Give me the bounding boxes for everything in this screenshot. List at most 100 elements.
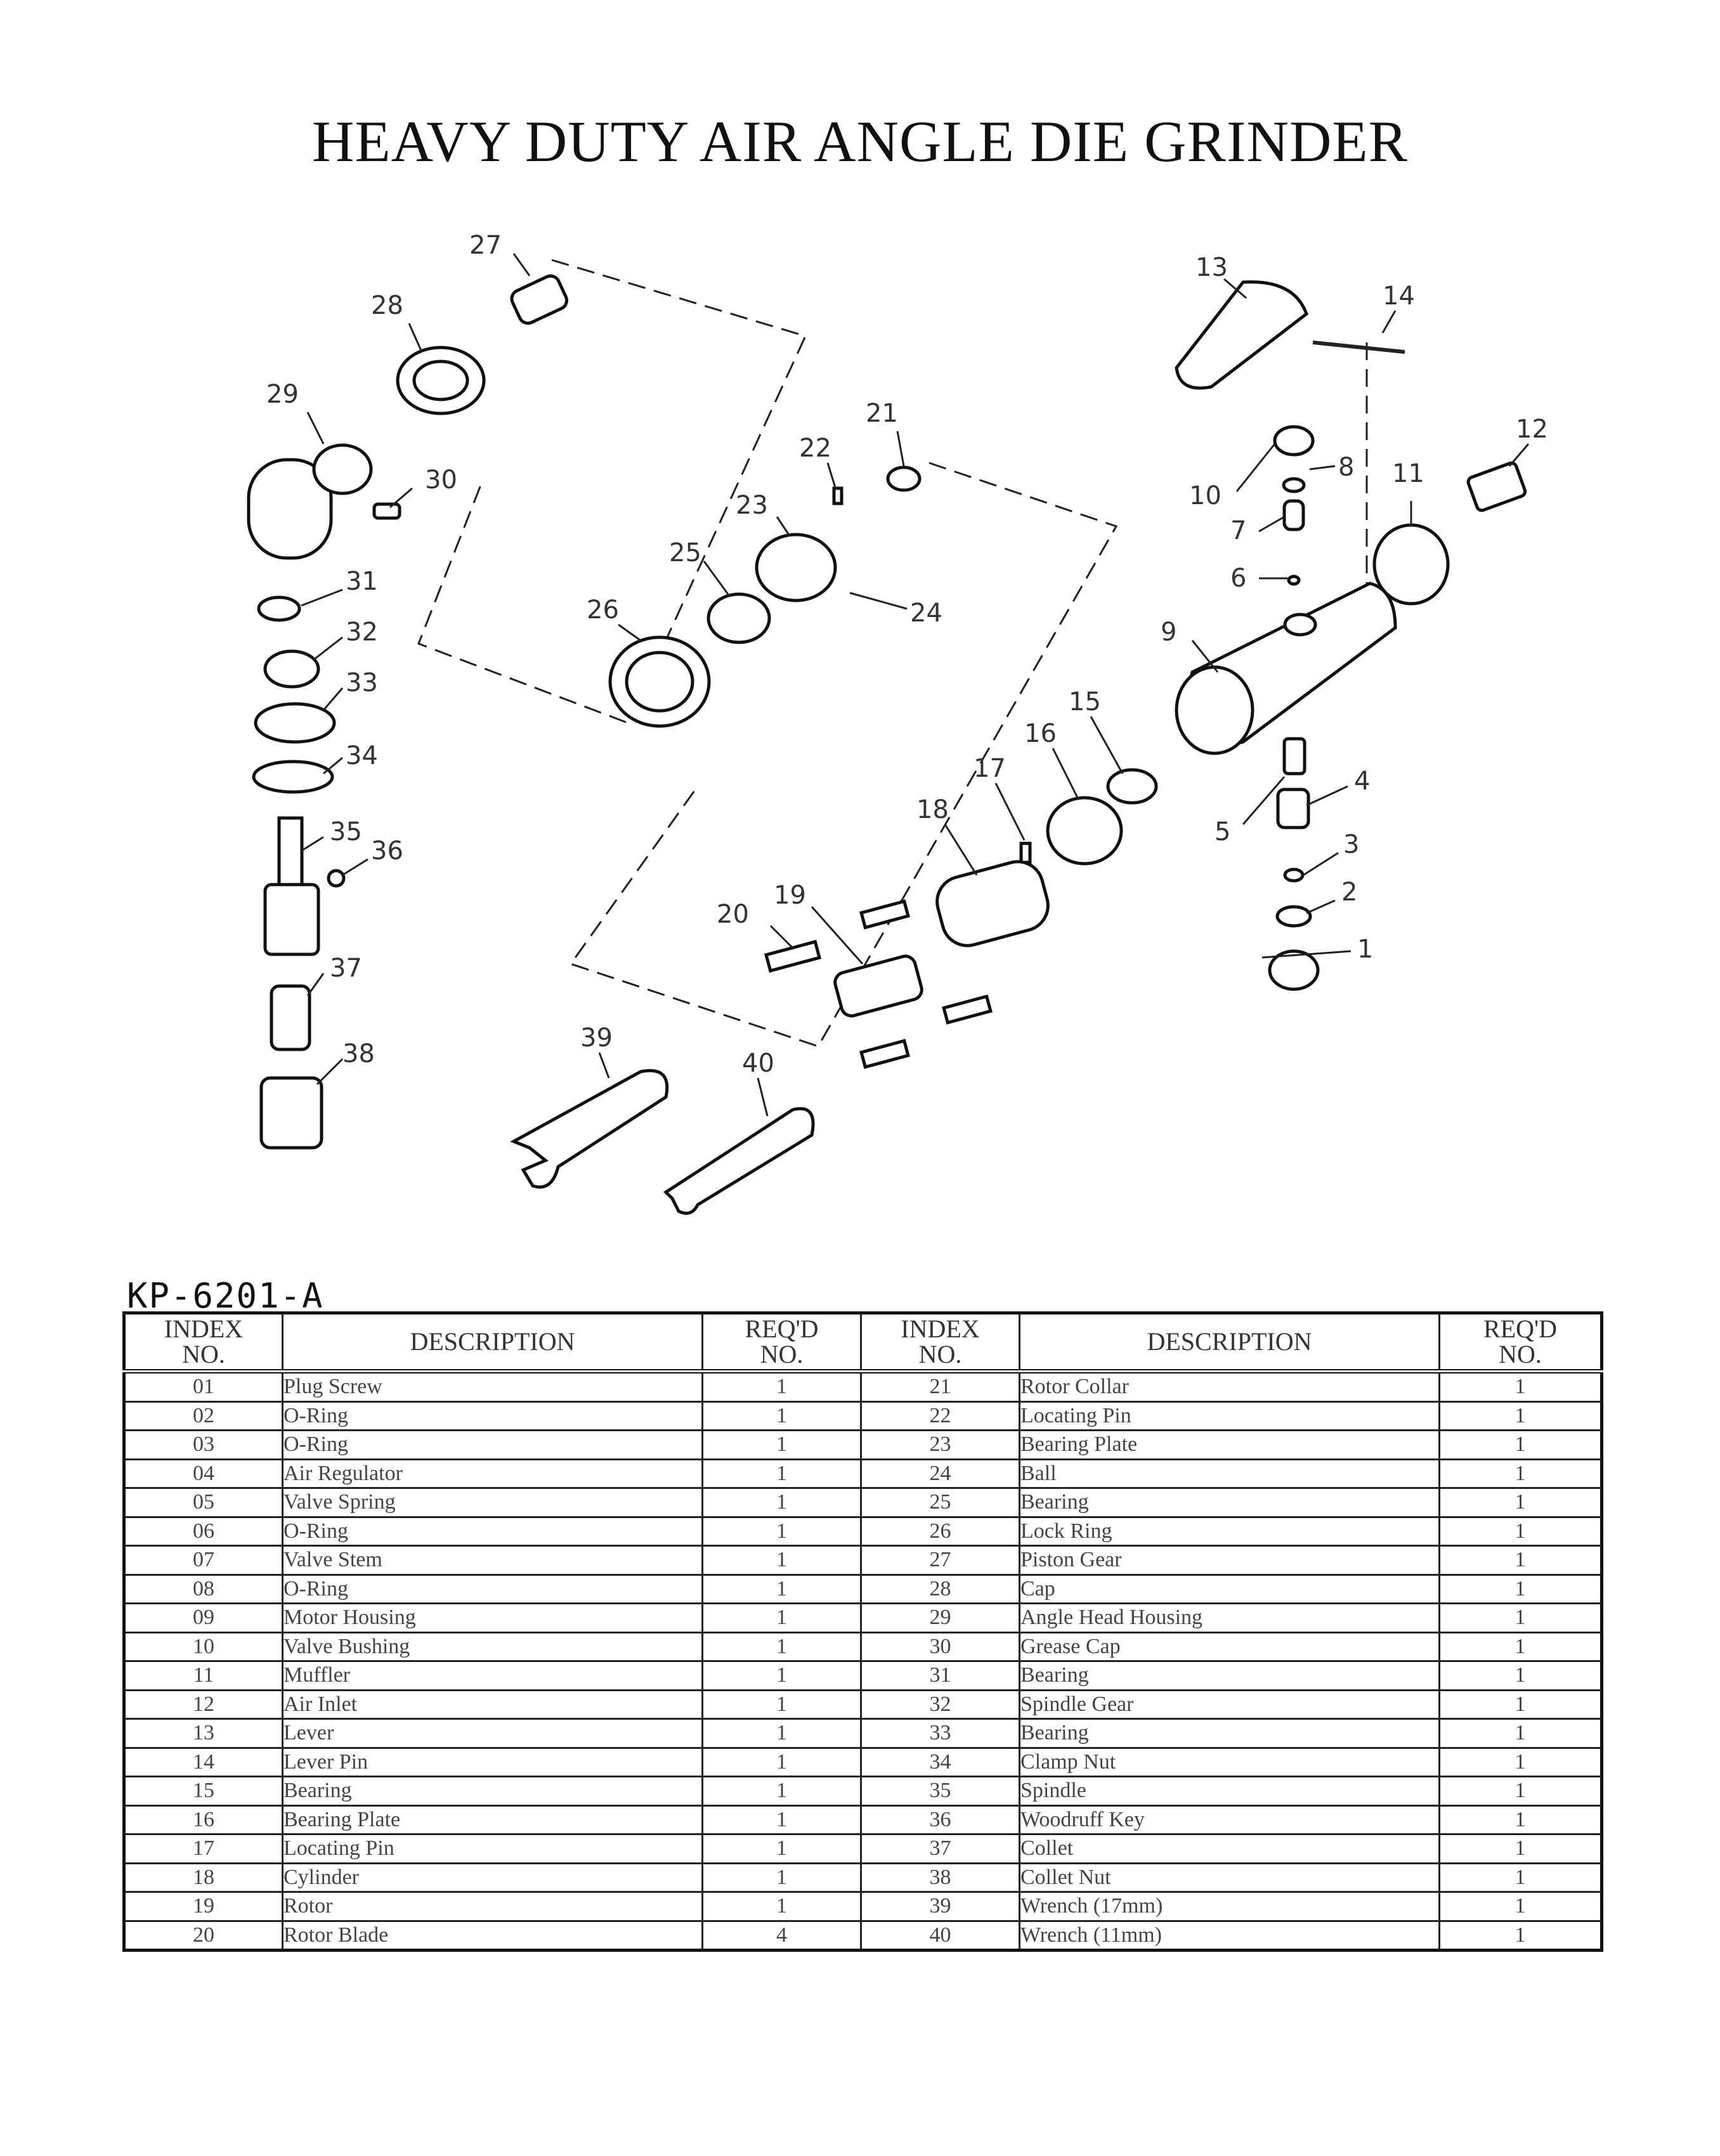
collet-shape — [270, 984, 311, 1051]
part-index-cell: 08 — [123, 1573, 283, 1604]
callout-38: 38 — [342, 1039, 375, 1068]
part-index-cell: 02 — [123, 1400, 283, 1431]
part-qty-cell: 1 — [701, 1746, 862, 1777]
part-index-cell: 28 — [860, 1573, 1020, 1604]
callout-20: 20 — [717, 900, 749, 929]
part-description-cell: Collet Nut — [1019, 1862, 1440, 1893]
part-index-cell: 24 — [860, 1458, 1020, 1489]
bearing-15-shape — [1106, 768, 1158, 805]
wrench-17mm-shape — [510, 1068, 669, 1189]
part-index-cell: 18 — [123, 1862, 283, 1893]
callout-3: 3 — [1343, 830, 1359, 859]
part-index-cell: 21 — [860, 1370, 1020, 1403]
rotor-collar-shape — [886, 465, 922, 492]
part-qty-cell: 1 — [1438, 1804, 1603, 1835]
part-description-cell: Rotor Blade — [282, 1919, 703, 1951]
part-index-cell: 15 — [123, 1776, 283, 1807]
part-qty-cell: 1 — [1438, 1631, 1603, 1662]
part-description-cell: Cap — [1019, 1573, 1440, 1604]
part-description-cell: Locating Pin — [1019, 1400, 1440, 1431]
part-qty-cell: 1 — [1438, 1862, 1603, 1893]
part-qty-cell: 1 — [701, 1370, 862, 1403]
air-inlet-shape — [1466, 461, 1527, 512]
part-description-cell: Bearing — [1019, 1660, 1440, 1691]
clamp-nut-shape — [252, 760, 334, 794]
cylinder-shape — [935, 860, 1050, 947]
part-description-cell: Plug Screw — [282, 1370, 703, 1403]
part-description-cell: Cylinder — [282, 1862, 703, 1893]
part-qty-cell: 1 — [701, 1718, 862, 1749]
part-index-cell: 34 — [860, 1746, 1020, 1777]
part-index-cell: 14 — [123, 1746, 283, 1777]
callout-12: 12 — [1516, 415, 1548, 444]
lever-pin-shape — [1312, 341, 1405, 354]
part-description-cell: Piston Gear — [1019, 1545, 1440, 1576]
bearing-31-shape — [257, 595, 301, 622]
piston-gear-shape — [510, 274, 568, 325]
part-index-cell: 13 — [123, 1718, 283, 1749]
part-description-cell: Wrench (17mm) — [1019, 1891, 1440, 1922]
callout-28: 28 — [371, 291, 403, 320]
part-description-cell: Woodruff Key — [1019, 1804, 1440, 1835]
part-index-cell: 25 — [860, 1487, 1020, 1518]
part-index-cell: 22 — [860, 1400, 1020, 1431]
callout-labels: 1 2 3 4 5 6 7 8 10 9 11 12 13 14 15 16 1… — [266, 231, 1548, 1078]
part-qty-cell: 1 — [701, 1689, 862, 1720]
wrench-11mm-shape — [663, 1107, 815, 1215]
part-description-cell: Bearing — [1019, 1487, 1440, 1518]
part-qty-cell: 1 — [1438, 1602, 1603, 1633]
assembly-guide-upper — [417, 259, 807, 724]
part-index-cell: 40 — [860, 1919, 1020, 1951]
leader-lines — [301, 253, 1530, 1117]
callout-1: 1 — [1357, 935, 1373, 964]
callout-7: 7 — [1230, 516, 1246, 545]
part-index-cell: 23 — [860, 1429, 1020, 1460]
callout-15: 15 — [1069, 687, 1101, 717]
part-qty-cell: 1 — [1438, 1833, 1603, 1864]
callout-30: 30 — [425, 465, 457, 495]
part-qty-cell: 1 — [701, 1487, 862, 1518]
part-qty-cell: 1 — [1438, 1370, 1603, 1403]
part-description-cell: Wrench (11mm) — [1019, 1919, 1440, 1951]
angle-head-housing-shape — [247, 443, 373, 560]
o-ring-8-shape — [1282, 477, 1306, 493]
callout-13: 13 — [1196, 253, 1228, 282]
part-index-cell: 33 — [860, 1718, 1020, 1749]
part-description-cell: Muffler — [282, 1660, 703, 1691]
valve-bushing-shape — [1273, 425, 1315, 457]
part-description-cell: Spindle Gear — [1019, 1689, 1440, 1720]
collet-nut-shape — [259, 1076, 323, 1150]
callout-17: 17 — [974, 754, 1006, 783]
rotor-shape — [833, 954, 923, 1018]
part-description-cell: Angle Head Housing — [1019, 1602, 1440, 1633]
part-index-cell: 11 — [123, 1660, 283, 1691]
part-qty-cell: 1 — [701, 1660, 862, 1691]
callout-16: 16 — [1024, 719, 1057, 748]
o-ring-6-shape — [1287, 575, 1301, 586]
part-qty-cell: 1 — [1438, 1660, 1603, 1691]
part-qty-cell: 1 — [1438, 1545, 1603, 1576]
page-title: HEAVY DUTY AIR ANGLE DIE GRINDER — [312, 109, 1408, 174]
callout-23: 23 — [736, 491, 768, 520]
part-qty-cell: 1 — [1438, 1746, 1603, 1777]
part-description-cell: Ball — [1019, 1458, 1440, 1489]
part-qty-cell: 4 — [701, 1919, 862, 1951]
woodruff-key-shape — [327, 869, 346, 888]
callout-22: 22 — [799, 434, 831, 463]
callout-35: 35 — [330, 817, 362, 847]
lever-shape — [1175, 280, 1308, 390]
part-qty-cell: 1 — [701, 1776, 862, 1807]
part-index-cell: 36 — [860, 1804, 1020, 1835]
part-index-cell: 35 — [860, 1776, 1020, 1807]
part-qty-cell: 1 — [1438, 1516, 1603, 1547]
